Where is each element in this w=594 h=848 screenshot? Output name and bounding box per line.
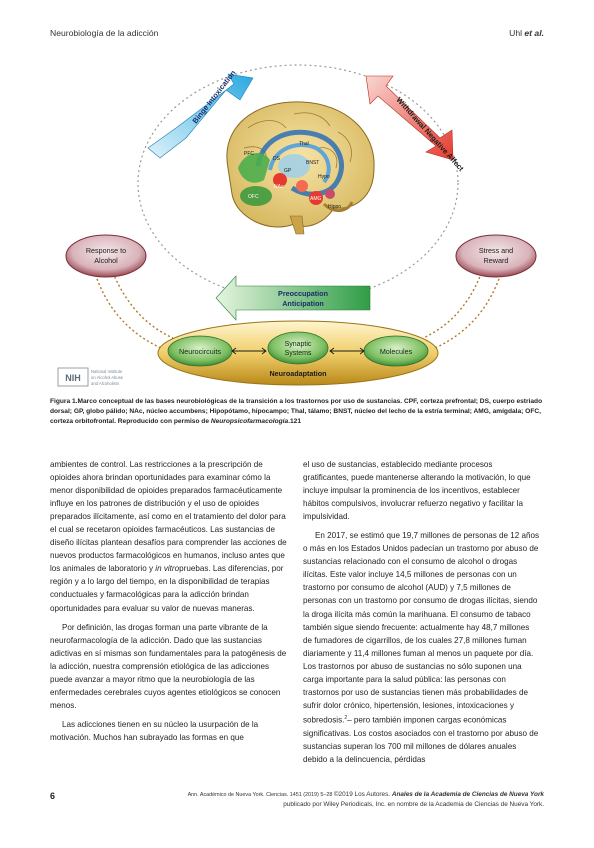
brain-label-nac: NAc bbox=[274, 184, 284, 190]
footer-citation: Ann. Académico de Nueva York. Ciencias. … bbox=[187, 792, 334, 798]
binge-intoxication-label: Binge Intoxication bbox=[190, 68, 237, 125]
running-header-left: Neurobiología de la adicción bbox=[50, 28, 159, 38]
brain-label-hypo: Hypo bbox=[318, 174, 330, 180]
right-p2-text-b: – pero también imponen cargas económicas… bbox=[303, 715, 539, 764]
neuroadaptation-panel: Neurocircuits Synaptic Systems Molecules… bbox=[157, 320, 439, 386]
brain-label-hippo: Hippo bbox=[328, 204, 341, 210]
footer-journal: Anales de la Academia de Ciencias de Nue… bbox=[391, 791, 544, 798]
node-stress-and-reward: Stress and Reward bbox=[455, 234, 537, 278]
arrow-neuroadaptation-to-response bbox=[87, 243, 162, 349]
withdrawal-negative-affect-arrow: Withdrawal Negative Affect bbox=[365, 75, 466, 173]
arrow-neuroadaptation-to-stress bbox=[434, 243, 509, 349]
right-paragraph-1: el uso de sustancias, establecido median… bbox=[303, 460, 531, 522]
node-response-to-alcohol: Response to Alcohol bbox=[65, 234, 147, 278]
brain-label-thal: Thal bbox=[299, 141, 309, 147]
right-paragraph-2: En 2017, se estimó que 19,7 millones de … bbox=[303, 529, 540, 766]
figure-addiction-framework: Binge Intoxication Withdrawal Negative A… bbox=[57, 64, 537, 387]
page-number: 6 bbox=[50, 791, 56, 801]
right-p2-text-a: En 2017, se estimó que 19,7 millones de … bbox=[303, 531, 540, 725]
anticipation-label: Anticipation bbox=[282, 299, 324, 308]
brain-label-ds: DS bbox=[273, 156, 281, 162]
brain-label-bnst: BNST bbox=[306, 160, 319, 166]
nih-logo-text: NIH bbox=[65, 373, 81, 383]
footer-line-2: publicado por Wiley Periodicals, Inc. en… bbox=[283, 801, 544, 808]
nih-text-line2: on Alcohol Abuse bbox=[91, 375, 124, 380]
brain-illustration: PFC DS Thal BNST GP NAc Hypo OFC AMG Hip… bbox=[226, 101, 375, 235]
arrow-stress-to-neuroadaptation bbox=[422, 259, 487, 339]
cycle-dotted-ring bbox=[137, 64, 459, 302]
stress-label-line1: Stress and bbox=[479, 246, 513, 255]
arrow-response-to-neuroadaptation bbox=[107, 259, 174, 339]
arrow-synaptic-molecules bbox=[329, 347, 365, 355]
caption-ref: .121 bbox=[288, 418, 301, 426]
brain-label-ofc: OFC bbox=[248, 194, 259, 200]
systems-label: Systems bbox=[285, 350, 312, 357]
brain-label-pfc: PFC bbox=[244, 151, 254, 157]
caption-prefix: Figura 1. bbox=[50, 398, 78, 405]
running-header-right: Uhl et al. bbox=[509, 28, 544, 38]
left-p1-text-a: ambientes de control. Las restricciones … bbox=[50, 460, 287, 574]
left-paragraph-2: Por definición, las drogas forman una pa… bbox=[50, 622, 287, 710]
nih-text-line3: and Alcoholism bbox=[91, 381, 120, 386]
stress-label-line2: Reward bbox=[484, 256, 509, 265]
footer-copyright: ©2019 Los Autores. bbox=[333, 791, 392, 798]
body-column-left: ambientes de control. Las restricciones … bbox=[50, 458, 287, 744]
author-name: Uhl bbox=[509, 28, 525, 38]
preoccupation-label: Preoccupation bbox=[278, 289, 328, 298]
author-suffix: et al. bbox=[524, 28, 544, 38]
withdrawal-negative-affect-label: Withdrawal Negative Affect bbox=[395, 95, 466, 173]
arrow-neurocircuits-synaptic bbox=[231, 347, 267, 355]
response-label-line1: Response to bbox=[86, 246, 126, 255]
response-label-line2: Alcohol bbox=[94, 256, 118, 265]
neuroadaptation-label: Neuroadaptation bbox=[269, 369, 326, 378]
left-p1-italic: in vitro bbox=[155, 564, 180, 574]
nih-text-line1: National Institute bbox=[91, 369, 123, 374]
caption-journal: Neuropsicofarmacología bbox=[210, 418, 289, 426]
footer-line-1: Ann. Académico de Nueva York. Ciencias. … bbox=[180, 790, 544, 800]
left-p1-text-b: pruebas. Las diferencias, por región y a… bbox=[50, 564, 284, 613]
figure-caption: Figura 1.Marco conceptual de las bases n… bbox=[50, 397, 544, 428]
left-paragraph-1: ambientes de control. Las restricciones … bbox=[50, 458, 287, 615]
nih-logo: NIH National Institute on Alcohol Abuse … bbox=[57, 367, 124, 387]
body-column-right: el uso de sustancias, establecido median… bbox=[303, 458, 540, 766]
page-footer: Ann. Académico de Nueva York. Ciencias. … bbox=[180, 790, 544, 809]
node-synaptic-systems bbox=[267, 331, 329, 365]
caption-text: Marco conceptual de las bases neurobioló… bbox=[50, 398, 543, 426]
brain-label-gp: GP bbox=[284, 168, 292, 174]
left-paragraph-3: Las adicciones tienen en su núcleo la us… bbox=[50, 719, 259, 742]
right-p2-superscript: 2 bbox=[344, 714, 348, 721]
synaptic-label: Synaptic bbox=[285, 341, 312, 348]
brain-label-amg: AMG bbox=[310, 196, 322, 202]
preoccupation-anticipation-arrow: Preoccupation Anticipation bbox=[215, 275, 371, 321]
neurocircuits-label: Neurocircuits bbox=[179, 347, 221, 356]
molecules-label: Molecules bbox=[380, 347, 413, 356]
